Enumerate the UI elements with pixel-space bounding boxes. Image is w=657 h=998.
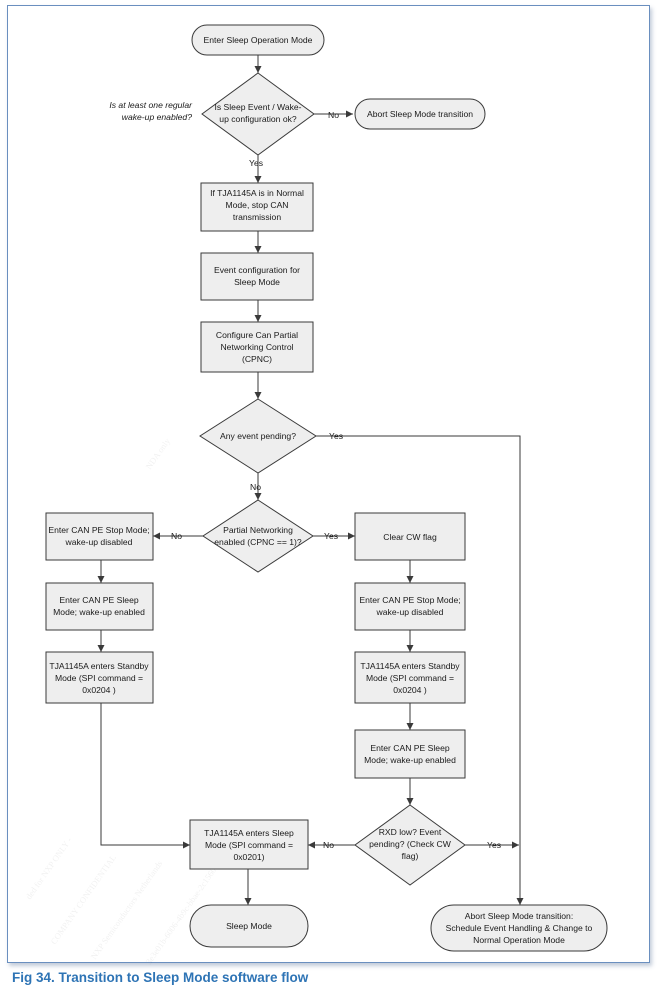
decision-rxd-low: RXD low? Event pending? (Check CW flag)	[354, 804, 466, 886]
decision-text-line: Is Sleep Event / Wake-	[214, 102, 301, 112]
svg-text:up configuration ok?: up configuration ok?	[219, 114, 297, 124]
decision-text-line: enabled (CPNC == 1)?	[214, 537, 302, 547]
process-text-line: Event configuration for	[214, 265, 300, 275]
yes-label: Yes	[249, 158, 263, 168]
process-text-line: wake-up disabled	[65, 537, 133, 547]
process-text-line: Configure Can Partial	[216, 330, 298, 340]
abort-terminator: Abort Sleep Mode transition	[354, 98, 486, 130]
process-configure-cpnc: Configure Can Partial Networking Control…	[200, 321, 314, 373]
no-label: No	[328, 110, 339, 120]
process-text-line: Networking Control	[220, 342, 293, 352]
process-left-sleep-mode: Enter CAN PE Sleep Mode; wake-up enabled	[45, 582, 154, 631]
sleep-mode-label: Sleep Mode	[226, 921, 272, 931]
decision-config-ok: Is Sleep Event / Wake- up configuration …	[201, 72, 315, 156]
note-line: wake-up enabled?	[122, 112, 192, 122]
process-text-line: 0x0204 )	[393, 685, 427, 695]
process-text-line: Enter CAN PE Sleep	[59, 595, 139, 605]
abort-label: Abort Sleep Mode transition	[367, 109, 473, 119]
process-text-line: TJA1145A enters Sleep	[204, 828, 294, 838]
process-text-line: If TJA1145A is in Normal	[210, 188, 304, 198]
process-text-line: 0x0201)	[233, 852, 264, 862]
decision-text-line: pending? (Check CW	[369, 839, 452, 849]
process-text-line: (CPNC)	[242, 354, 272, 364]
process-right-sleep-mode: Enter CAN PE Sleep Mode; wake-up enabled	[354, 729, 466, 779]
process-text-line: TJA1145A enters Standby	[360, 661, 460, 671]
process-text-line: wake-up disabled	[376, 607, 444, 617]
connectors	[97, 55, 524, 905]
yes-label: Yes	[329, 431, 343, 441]
process-event-config: Event configuration for Sleep Mode	[200, 252, 314, 301]
process-text-line: Mode (SPI command =	[366, 673, 454, 683]
start-terminator: Enter Sleep Operation Mode	[191, 24, 325, 56]
decision-text-line: RXD low? Event	[379, 827, 442, 837]
abort-text-line: Schedule Event Handling & Change to	[446, 923, 593, 933]
process-text-line: Enter CAN PE Stop Mode;	[359, 595, 460, 605]
process-left-standby: TJA1145A enters Standby Mode (SPI comman…	[45, 651, 154, 704]
process-stop-can: If TJA1145A is in Normal Mode, stop CAN …	[200, 182, 314, 232]
process-text-line: Mode (SPI command =	[55, 673, 143, 683]
no-label: No	[250, 482, 261, 492]
process-text-line: 0x0204 )	[82, 685, 116, 695]
figure-frame	[7, 5, 650, 963]
process-text-line: Sleep Mode	[234, 277, 280, 287]
process-text-line: Clear CW flag	[383, 532, 437, 542]
figure-caption: Fig 34. Transition to Sleep Mode softwar…	[12, 970, 309, 985]
watermark-line: ded for NXP ONLY -	[23, 835, 73, 901]
process-text-line: TJA1145A enters Standby	[49, 661, 149, 671]
decision-event-pending: Any event pending?	[199, 398, 317, 474]
no-label: No	[323, 840, 334, 850]
process-clear-cw-flag: Clear CW flag	[354, 512, 466, 561]
process-right-stop-mode: Enter CAN PE Stop Mode; wake-up disabled	[354, 582, 466, 631]
process-text-line: Enter CAN PE Stop Mode;	[48, 525, 149, 535]
process-sleep-command: TJA1145A enters Sleep Mode (SPI command …	[189, 819, 309, 870]
no-label: No	[171, 531, 182, 541]
start-label: Enter Sleep Operation Mode	[204, 35, 313, 45]
decision-partial-networking: Partial Networking enabled (CPNC == 1)?	[202, 499, 314, 573]
process-text-line: Mode, stop CAN	[225, 200, 288, 210]
process-text-line: Mode; wake-up enabled	[53, 607, 145, 617]
abort-text-line: Abort Sleep Mode transition:	[465, 911, 573, 921]
decision-text-line: up configuration ok?	[219, 114, 297, 124]
process-text-line: Enter CAN PE Sleep	[370, 743, 450, 753]
abort-text-line: Normal Operation Mode	[473, 935, 565, 945]
watermark-line: NDA only	[143, 436, 172, 471]
note-line: Is at least one regular	[109, 100, 193, 110]
yes-label: Yes	[487, 840, 501, 850]
regular-wakeup-note: Is at least one regular wake-up enabled?	[109, 100, 193, 122]
process-text-line: Mode (SPI command =	[205, 840, 293, 850]
process-right-standby: TJA1145A enters Standby Mode (SPI comman…	[354, 651, 466, 704]
abort-normal-mode-terminator: Abort Sleep Mode transition: Schedule Ev…	[430, 904, 608, 952]
sleep-mode-terminator: Sleep Mode	[189, 904, 309, 948]
yes-label: Yes	[324, 531, 338, 541]
decision-text-line: Any event pending?	[220, 431, 296, 441]
process-text-line: Mode; wake-up enabled	[364, 755, 456, 765]
process-left-stop-mode: Enter CAN PE Stop Mode; wake-up disabled	[45, 512, 154, 561]
svg-text:Is Sleep Event / Wake-: Is Sleep Event / Wake-	[214, 102, 301, 112]
process-text-line: transmission	[233, 212, 281, 222]
decision-text-line: flag)	[402, 851, 419, 861]
decision-text-line: Partial Networking	[223, 525, 293, 535]
